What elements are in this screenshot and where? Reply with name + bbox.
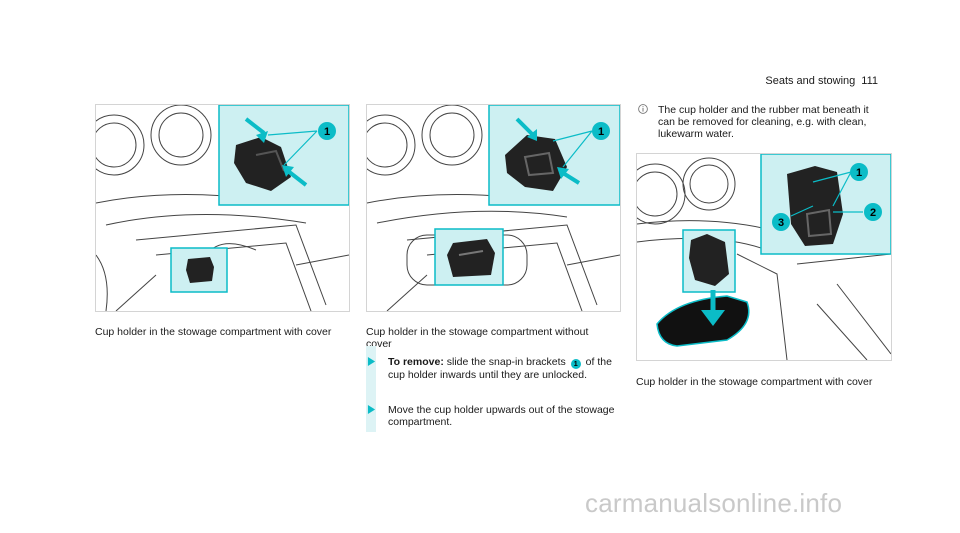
step-arrow-icon (367, 357, 376, 366)
step-1-text: To remove: slide the snap-in brackets 1 … (388, 356, 620, 381)
figure-cup-holder-with-cover: 1 (95, 104, 350, 312)
step-1-text-a: slide the snap-in brackets (443, 356, 569, 368)
callout-1: 1 (856, 167, 862, 179)
watermark: carmanualsonline.info (585, 488, 843, 518)
callout-badge: 1 (570, 359, 581, 369)
callout-2: 2 (870, 207, 876, 219)
illustration: 1 2 3 (637, 154, 891, 360)
caption-line-1: Cup holder in the stowage compartment wi… (366, 326, 589, 338)
illustration: 1 (96, 105, 349, 311)
step-2-text: Move the cup holder upwards out of the s… (388, 404, 615, 428)
section-title: Seats and stowing (765, 75, 856, 87)
step-arrow-icon (367, 405, 376, 414)
page-number: 111 (861, 75, 878, 87)
page-header: Seats and stowing 111 (765, 75, 878, 87)
note-text: The cup holder and the rubber mat beneat… (658, 104, 869, 140)
callout-1: 1 (324, 126, 330, 138)
callout-1: 1 (598, 126, 604, 138)
callout-3: 3 (778, 217, 784, 229)
illustration: 1 (367, 105, 620, 311)
figure-3-caption: Cup holder in the stowage compartment wi… (636, 376, 873, 388)
figure-cup-holder-removal: 1 2 3 (636, 153, 892, 361)
step-1-label: To remove: (388, 356, 444, 368)
info-icon (638, 104, 648, 114)
step-1-text-b: of the cup holder inwards until they are… (388, 356, 612, 381)
figure-1-caption: Cup holder in the stowage compartment wi… (95, 326, 332, 338)
instruction-steps: To remove: slide the snap-in brackets 1 … (366, 346, 620, 432)
figure-cup-holder-without-cover: 1 (366, 104, 621, 312)
step-bar (366, 346, 376, 432)
